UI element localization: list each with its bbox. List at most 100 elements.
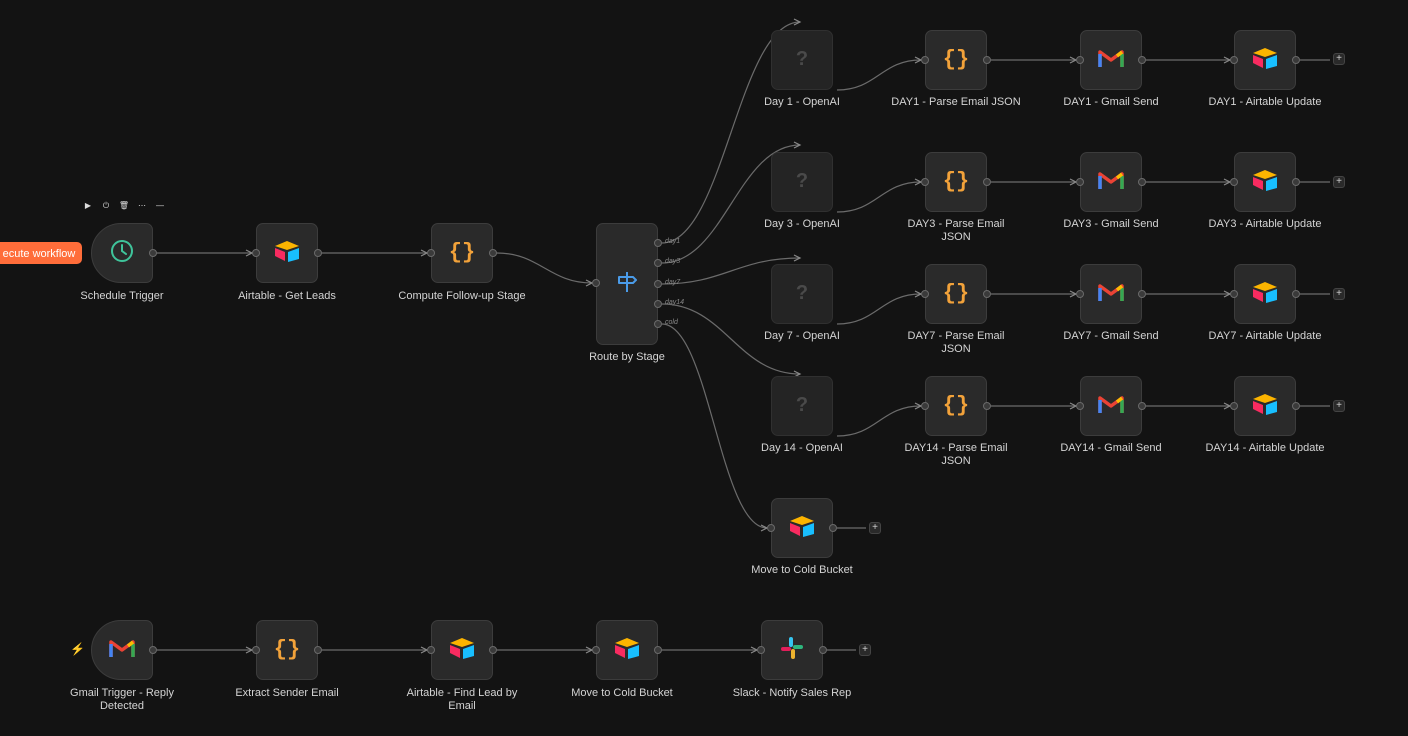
- node-day1-airtable[interactable]: [1234, 30, 1296, 90]
- gmail-icon: [1097, 393, 1125, 420]
- node-day7-airtable[interactable]: [1234, 264, 1296, 324]
- connection-line: [836, 405, 922, 437]
- connection-port[interactable]: [654, 259, 662, 267]
- connection-port[interactable]: [1292, 290, 1300, 298]
- connection-port[interactable]: [149, 249, 157, 257]
- node-day14-gmail[interactable]: [1080, 376, 1142, 436]
- power-icon[interactable]: ⏻: [102, 201, 110, 210]
- node-day7-gmail[interactable]: [1080, 264, 1142, 324]
- connection-port[interactable]: [1076, 290, 1084, 298]
- connection-port[interactable]: [819, 646, 827, 654]
- node-label: Schedule Trigger: [80, 290, 164, 302]
- node-label: Day 3 - OpenAI: [764, 218, 840, 230]
- node-label: Gmail Trigger - Reply Detected: [70, 687, 174, 712]
- connection-port[interactable]: [1292, 56, 1300, 64]
- connection-port[interactable]: [1138, 290, 1146, 298]
- svg-text:{}: {}: [449, 240, 475, 263]
- node-day1-parse[interactable]: {}: [925, 30, 987, 90]
- connection-port[interactable]: [829, 524, 837, 532]
- connection-port[interactable]: [654, 280, 662, 288]
- gmail-icon: [1097, 281, 1125, 308]
- add-node-button[interactable]: +: [1333, 288, 1345, 300]
- node-day14-openai[interactable]: ?: [771, 376, 833, 436]
- connection-port[interactable]: [921, 178, 929, 186]
- node-route-by-stage[interactable]: [596, 223, 658, 345]
- connection-port[interactable]: [592, 646, 600, 654]
- node-day3-gmail[interactable]: [1080, 152, 1142, 212]
- node-extract-sender-email[interactable]: {}: [256, 620, 318, 680]
- code-icon: {}: [942, 46, 970, 75]
- connection-port[interactable]: [427, 249, 435, 257]
- airtable-icon: [788, 514, 816, 543]
- connection-port[interactable]: [983, 290, 991, 298]
- connection-port[interactable]: [489, 249, 497, 257]
- connection-port[interactable]: [489, 646, 497, 654]
- add-node-button[interactable]: +: [1333, 400, 1345, 412]
- connection-port[interactable]: [252, 646, 260, 654]
- add-node-button[interactable]: +: [1333, 176, 1345, 188]
- node-day14-parse[interactable]: {}: [925, 376, 987, 436]
- execute-workflow-button[interactable]: ecute workflow: [0, 242, 82, 264]
- connection-port[interactable]: [1230, 56, 1238, 64]
- connection-port[interactable]: [1292, 402, 1300, 410]
- connection-port[interactable]: [1138, 56, 1146, 64]
- node-day14-airtable[interactable]: [1234, 376, 1296, 436]
- connection-port[interactable]: [921, 290, 929, 298]
- connection-port[interactable]: [654, 320, 662, 328]
- connection-port[interactable]: [1076, 56, 1084, 64]
- node-day1-gmail[interactable]: [1080, 30, 1142, 90]
- connection-port[interactable]: [983, 402, 991, 410]
- svg-text:?: ?: [796, 394, 808, 416]
- svg-text:{}: {}: [274, 637, 300, 660]
- node-compute-follow-up[interactable]: {}: [431, 223, 493, 283]
- connection-port[interactable]: [1230, 178, 1238, 186]
- connection-port[interactable]: [427, 646, 435, 654]
- node-label: Slack - Notify Sales Rep: [732, 687, 852, 699]
- connection-port[interactable]: [252, 249, 260, 257]
- play-icon[interactable]: ▶: [84, 201, 92, 210]
- node-day3-airtable[interactable]: [1234, 152, 1296, 212]
- node-airtable-find-lead[interactable]: [431, 620, 493, 680]
- connection-port[interactable]: [1076, 178, 1084, 186]
- node-day7-parse[interactable]: {}: [925, 264, 987, 324]
- node-day1-openai[interactable]: ?: [771, 30, 833, 90]
- minus-icon[interactable]: —: [156, 201, 164, 210]
- more-icon[interactable]: ⋯: [138, 201, 146, 210]
- connection-port[interactable]: [1230, 402, 1238, 410]
- connection-port[interactable]: [983, 56, 991, 64]
- connection-port[interactable]: [149, 646, 157, 654]
- connection-port[interactable]: [1138, 402, 1146, 410]
- connection-port[interactable]: [1230, 290, 1238, 298]
- connection-port[interactable]: [654, 300, 662, 308]
- node-slack-notify[interactable]: [761, 620, 823, 680]
- connection-port[interactable]: [654, 646, 662, 654]
- connection-port[interactable]: [983, 178, 991, 186]
- connection-line: [836, 181, 922, 213]
- connection-port[interactable]: [592, 279, 600, 287]
- connection-port[interactable]: [314, 646, 322, 654]
- add-node-button[interactable]: +: [869, 522, 881, 534]
- connection-port[interactable]: [1138, 178, 1146, 186]
- node-schedule-trigger[interactable]: [91, 223, 153, 283]
- node-gmail-trigger[interactable]: [91, 620, 153, 680]
- node-day7-openai[interactable]: ?: [771, 264, 833, 324]
- connection-port[interactable]: [921, 402, 929, 410]
- node-day3-openai[interactable]: ?: [771, 152, 833, 212]
- connection-port[interactable]: [1292, 178, 1300, 186]
- connection-port[interactable]: [654, 239, 662, 247]
- add-node-button[interactable]: +: [859, 644, 871, 656]
- add-node-button[interactable]: +: [1333, 53, 1345, 65]
- connection-port[interactable]: [767, 524, 775, 532]
- trash-icon[interactable]: 🗑: [118, 201, 130, 210]
- node-label: DAY7 - Airtable Update: [1208, 330, 1322, 342]
- connection-port[interactable]: [921, 56, 929, 64]
- connection-port[interactable]: [757, 646, 765, 654]
- connection-port[interactable]: [1076, 402, 1084, 410]
- node-day3-parse[interactable]: {}: [925, 152, 987, 212]
- connection-port[interactable]: [314, 249, 322, 257]
- node-move-to-cold-bucket-2[interactable]: [596, 620, 658, 680]
- node-move-to-cold-bucket[interactable]: [771, 498, 833, 558]
- node-airtable-get-leads[interactable]: [256, 223, 318, 283]
- airtable-icon: [448, 636, 476, 665]
